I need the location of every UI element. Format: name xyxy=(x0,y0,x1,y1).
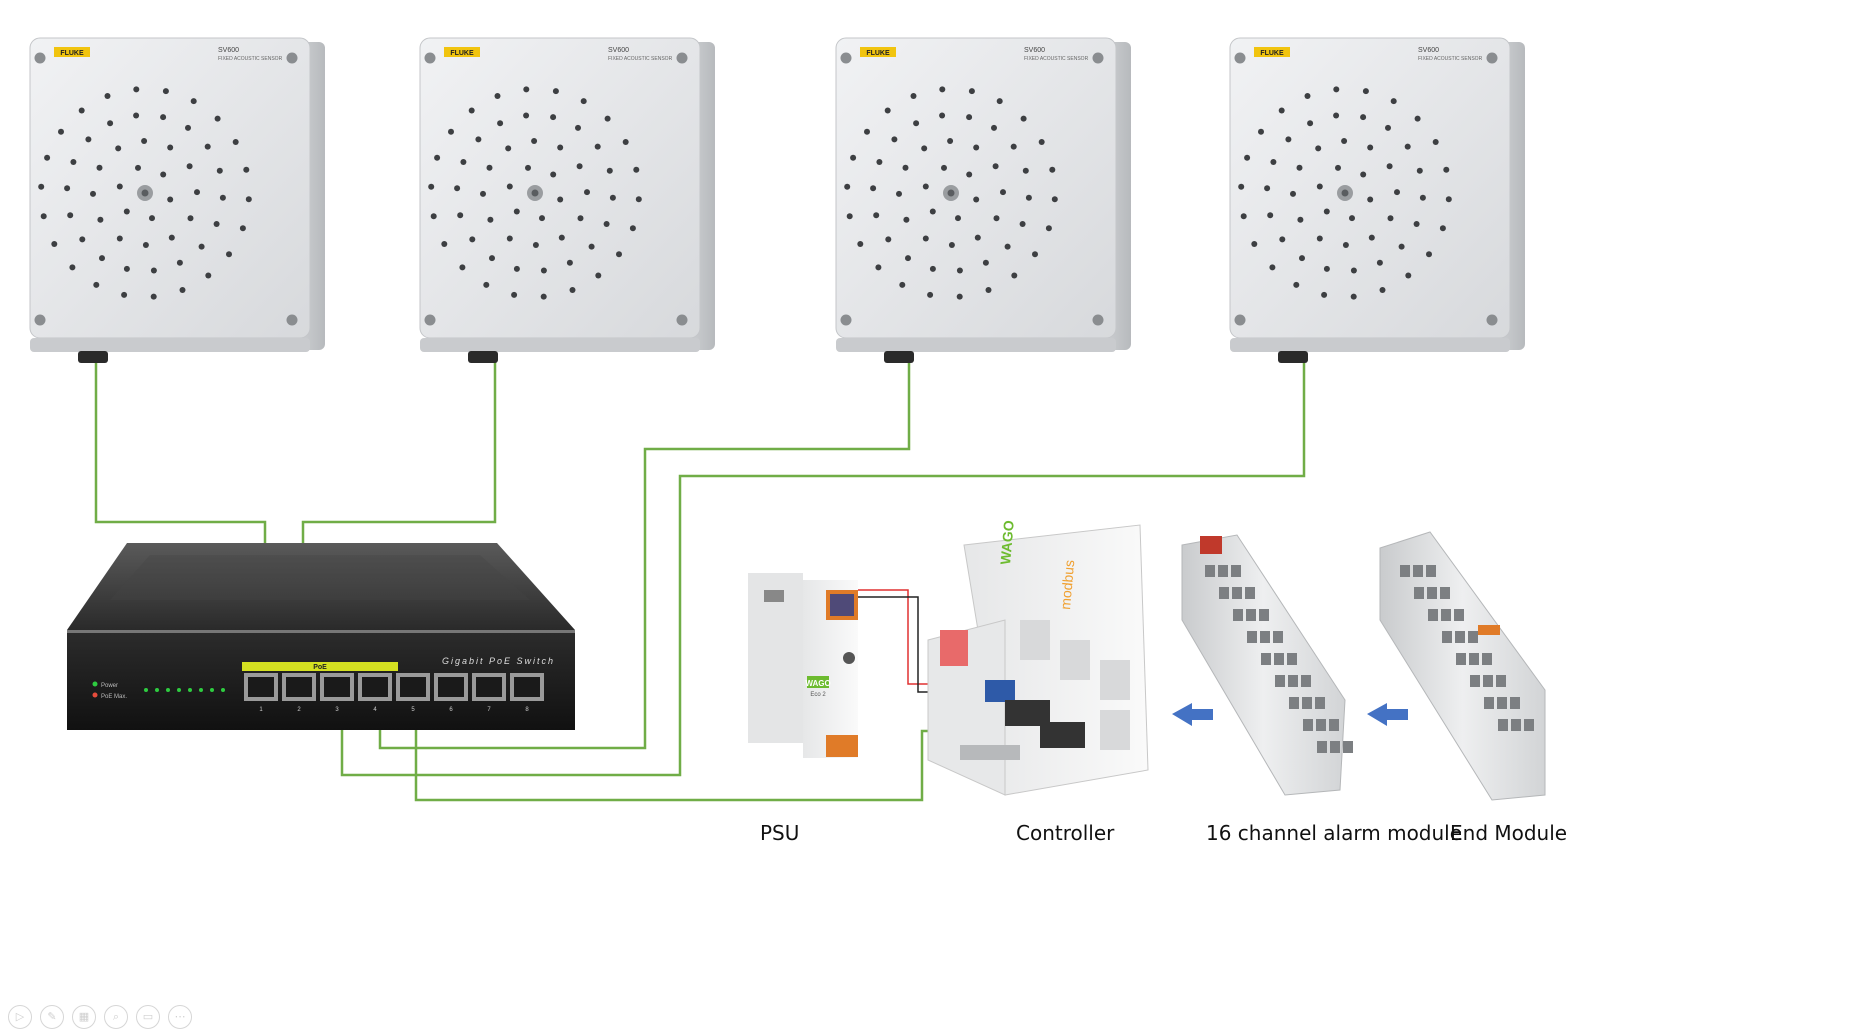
psu-product: Eco 2 xyxy=(810,692,826,698)
psu-unit: WAGO Eco 2 xyxy=(748,573,858,758)
led-label-power: Power xyxy=(101,683,118,689)
sensor-subtitle: FIXED ACOUSTIC SENSOR xyxy=(608,56,673,62)
switch-port-5[interactable]: 5 xyxy=(396,673,430,713)
controller-brand: WAGO xyxy=(997,520,1017,566)
arrow-alarm-to-controller xyxy=(1172,703,1213,726)
port-number: 5 xyxy=(411,707,415,713)
port-number: 4 xyxy=(373,707,377,713)
sensor-brand: FLUKE xyxy=(60,50,84,57)
port-number: 6 xyxy=(449,707,453,713)
screw-icon xyxy=(1234,314,1246,326)
slides-icon[interactable]: ▦ xyxy=(72,1005,96,1029)
end-module xyxy=(1379,531,1546,801)
port-number: 8 xyxy=(525,707,529,713)
poe-switch: Power PoE Max. PoE Gigabit PoE Switch 1 2… xyxy=(67,543,575,730)
led-label-poe-max: PoE Max. xyxy=(101,694,127,700)
screw-icon xyxy=(1486,52,1498,64)
screw-icon xyxy=(676,52,688,64)
psu-brand: WAGO xyxy=(805,679,830,688)
sensor-brand: FLUKE xyxy=(450,50,474,57)
screw-icon xyxy=(676,314,688,326)
switch-ports: 1 2 3 4 5 6 7 8 xyxy=(244,673,544,713)
pen-icon[interactable]: ✎ xyxy=(40,1005,64,1029)
port-number: 1 xyxy=(259,707,263,713)
cable-sensor-3 xyxy=(378,362,911,750)
zoom-icon[interactable]: ⌕ xyxy=(104,1005,128,1029)
sensor-model: SV600 xyxy=(608,47,629,54)
switch-title: Gigabit PoE Switch xyxy=(442,656,555,666)
sensor-subtitle: FIXED ACOUSTIC SENSOR xyxy=(1418,56,1483,62)
screw-icon xyxy=(34,314,46,326)
controller-unit: WAGO modbus xyxy=(927,520,1149,796)
screw-icon xyxy=(286,314,298,326)
alarm-module-label: 16 channel alarm module xyxy=(1206,821,1463,845)
switch-port-7[interactable]: 7 xyxy=(472,673,506,713)
sensor-subtitle: FIXED ACOUSTIC SENSOR xyxy=(1024,56,1089,62)
screw-icon xyxy=(424,314,436,326)
controller-protocol: modbus xyxy=(1057,559,1077,610)
switch-port-3[interactable]: 3 xyxy=(320,673,354,713)
port-number: 3 xyxy=(335,707,339,713)
screw-icon xyxy=(34,52,46,64)
arrow-end-to-alarm xyxy=(1367,703,1408,726)
sensor-model: SV600 xyxy=(1024,47,1045,54)
poe-band xyxy=(242,662,398,671)
cable-sensor-4 xyxy=(340,362,1306,777)
end-module-label: End Module xyxy=(1450,821,1568,845)
switch-port-2[interactable]: 2 xyxy=(282,673,316,713)
sensor-subtitle: FIXED ACOUSTIC SENSOR xyxy=(218,56,283,62)
port-number: 2 xyxy=(297,707,301,713)
screw-icon xyxy=(1486,314,1498,326)
screw-icon xyxy=(1092,52,1104,64)
switch-port-6[interactable]: 6 xyxy=(434,673,468,713)
screw-icon xyxy=(286,52,298,64)
switch-leds: Power PoE Max. xyxy=(92,681,225,700)
play-icon[interactable]: ▷ xyxy=(8,1005,32,1029)
sensor-model: SV600 xyxy=(1418,47,1439,54)
poe-band-label: PoE xyxy=(313,664,327,671)
controller-label: Controller xyxy=(1016,821,1115,845)
screw-icon xyxy=(1234,52,1246,64)
alarm-module xyxy=(1181,534,1353,796)
switch-port-8[interactable]: 8 xyxy=(510,673,544,713)
slideshow-toolbar: ▷ ✎ ▦ ⌕ ▭ ⋯ xyxy=(8,1005,192,1029)
screw-icon xyxy=(1092,314,1104,326)
sensor-brand: FLUKE xyxy=(866,50,890,57)
sensor-model: SV600 xyxy=(218,47,239,54)
subtitles-icon[interactable]: ▭ xyxy=(136,1005,160,1029)
sensor-brand: FLUKE xyxy=(1260,50,1284,57)
switch-port-4[interactable]: 4 xyxy=(358,673,392,713)
screw-icon xyxy=(840,52,852,64)
psu-label: PSU xyxy=(760,821,800,845)
switch-port-1[interactable]: 1 xyxy=(244,673,278,713)
more-icon[interactable]: ⋯ xyxy=(168,1005,192,1029)
screw-icon xyxy=(424,52,436,64)
screw-icon xyxy=(840,314,852,326)
port-number: 7 xyxy=(487,707,491,713)
